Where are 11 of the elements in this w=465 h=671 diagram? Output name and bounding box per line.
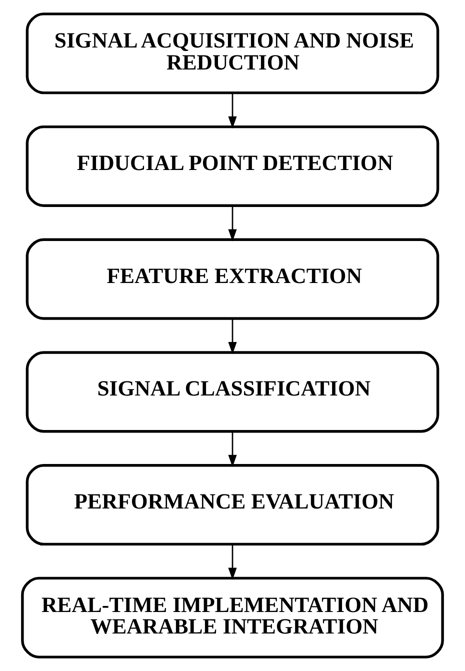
node-box: REAL-TIME IMPLEMENTATION AND WEARABLE INTEGRATION bbox=[21, 576, 444, 658]
arrow bbox=[228, 432, 237, 468]
node-box: SIGNAL CLASSIFICATION bbox=[26, 351, 440, 433]
arrow bbox=[228, 93, 237, 129]
node-box: PERFORMANCE EVALUATION bbox=[26, 464, 440, 546]
arrow bbox=[228, 318, 237, 354]
node-box: SIGNAL ACQUISITION AND NOISE REDUCTION bbox=[26, 12, 440, 94]
arrow bbox=[228, 206, 237, 242]
node-box: FIDUCIAL POINT DETECTION bbox=[26, 125, 440, 208]
arrow bbox=[228, 544, 237, 580]
node-box: FEATURE EXTRACTION bbox=[26, 238, 440, 320]
